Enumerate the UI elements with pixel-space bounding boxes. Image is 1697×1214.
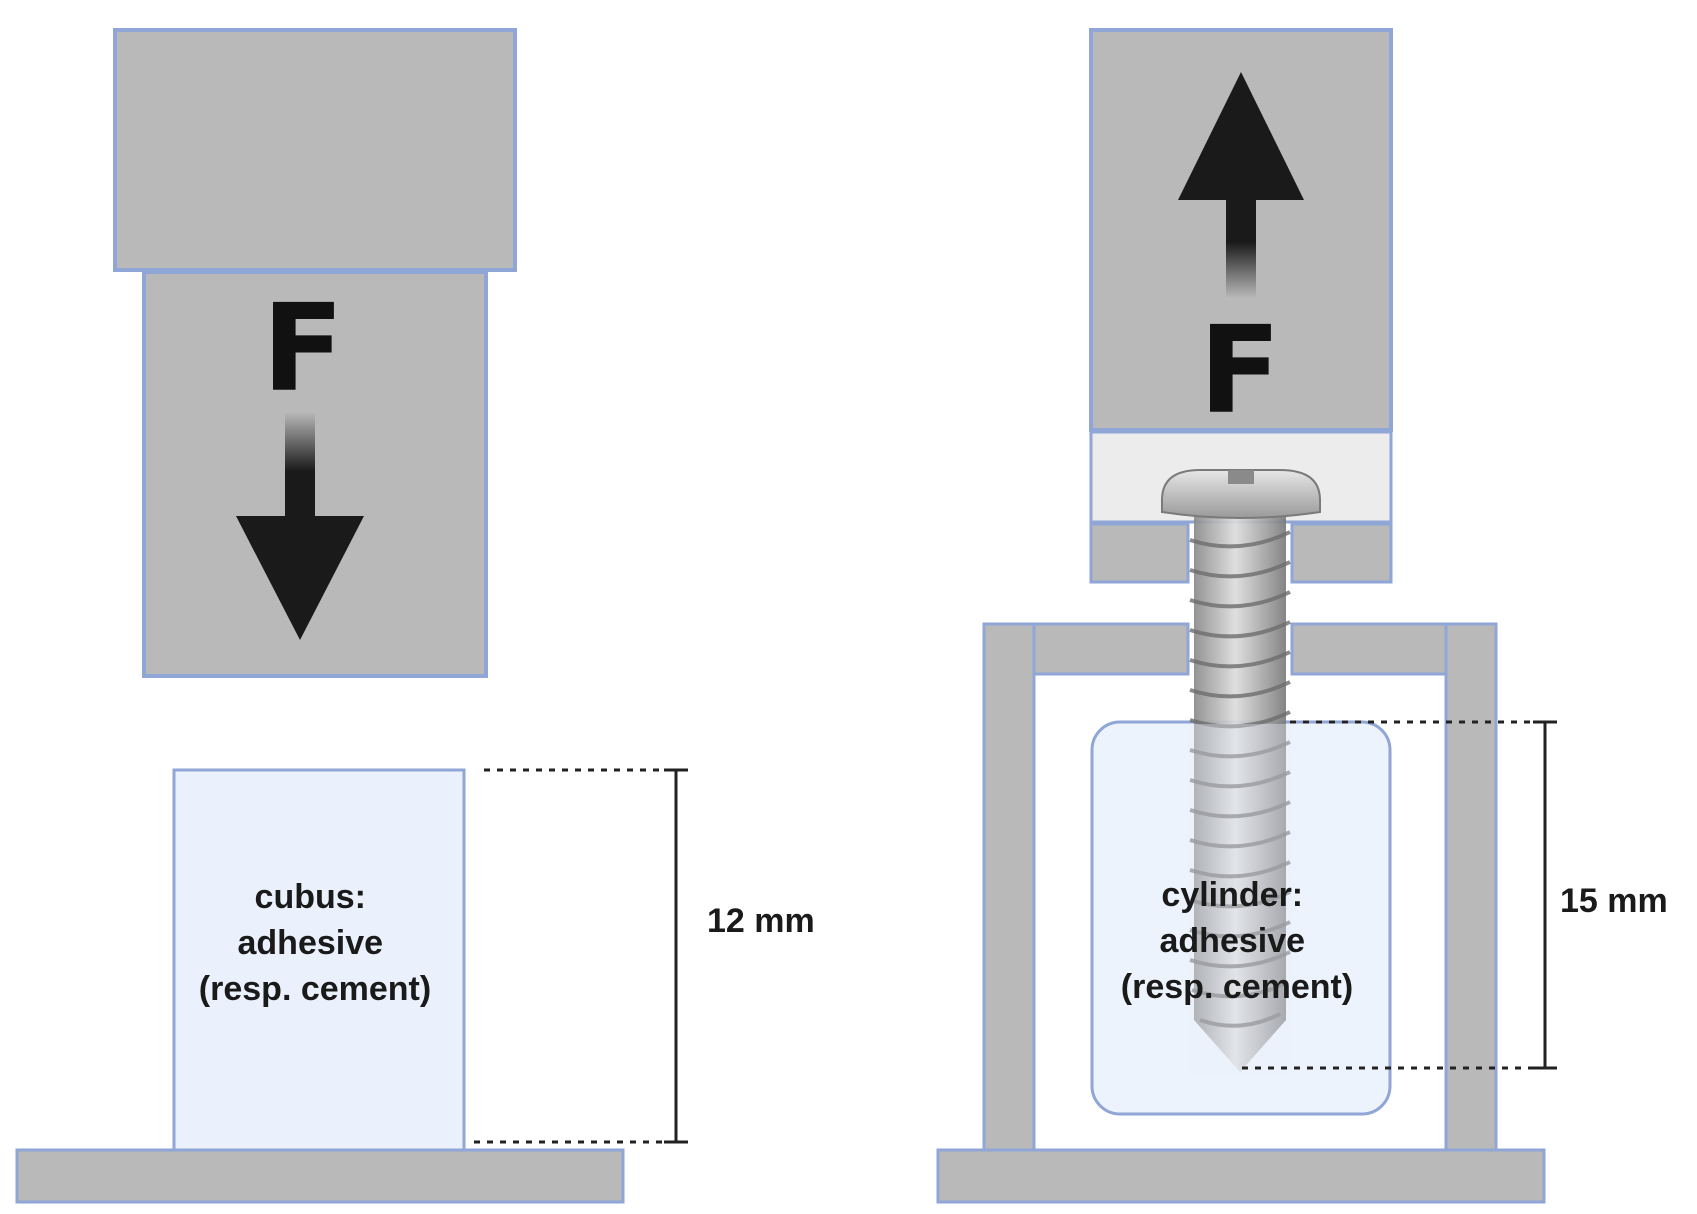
right-specimen-label: cylinder: adhesive (resp. cement) <box>1121 876 1353 1006</box>
right-grip-jaw-right <box>1290 522 1393 584</box>
right-force-label: F <box>1199 302 1281 441</box>
right-dimension-label: 15 mm <box>1560 882 1668 920</box>
right-grip-jaw-left <box>1089 522 1190 584</box>
left-dimension-label: 12 mm <box>707 902 815 940</box>
left-force-label: F <box>262 280 344 419</box>
frame-right-post <box>1444 622 1498 1154</box>
left-setup: F cubus: adhesive (resp. cement) 12 mm <box>15 28 815 1204</box>
right-base-plate <box>936 1148 1546 1204</box>
left-specimen-label: cubus: adhesive (resp. cement) <box>199 878 431 1008</box>
screw-icon <box>1161 469 1321 1076</box>
arrow-up-icon <box>1178 72 1304 298</box>
frame-top-bar-right <box>1290 622 1448 676</box>
left-crosshead-block <box>113 28 517 272</box>
frame-left-post <box>982 622 1036 1154</box>
left-dimension <box>474 768 688 1144</box>
left-base-plate <box>15 1148 625 1204</box>
right-dimension <box>1242 720 1557 1070</box>
arrow-down-icon <box>236 412 364 640</box>
frame-top-bar-left <box>1032 622 1190 676</box>
right-setup: F <box>936 28 1668 1204</box>
